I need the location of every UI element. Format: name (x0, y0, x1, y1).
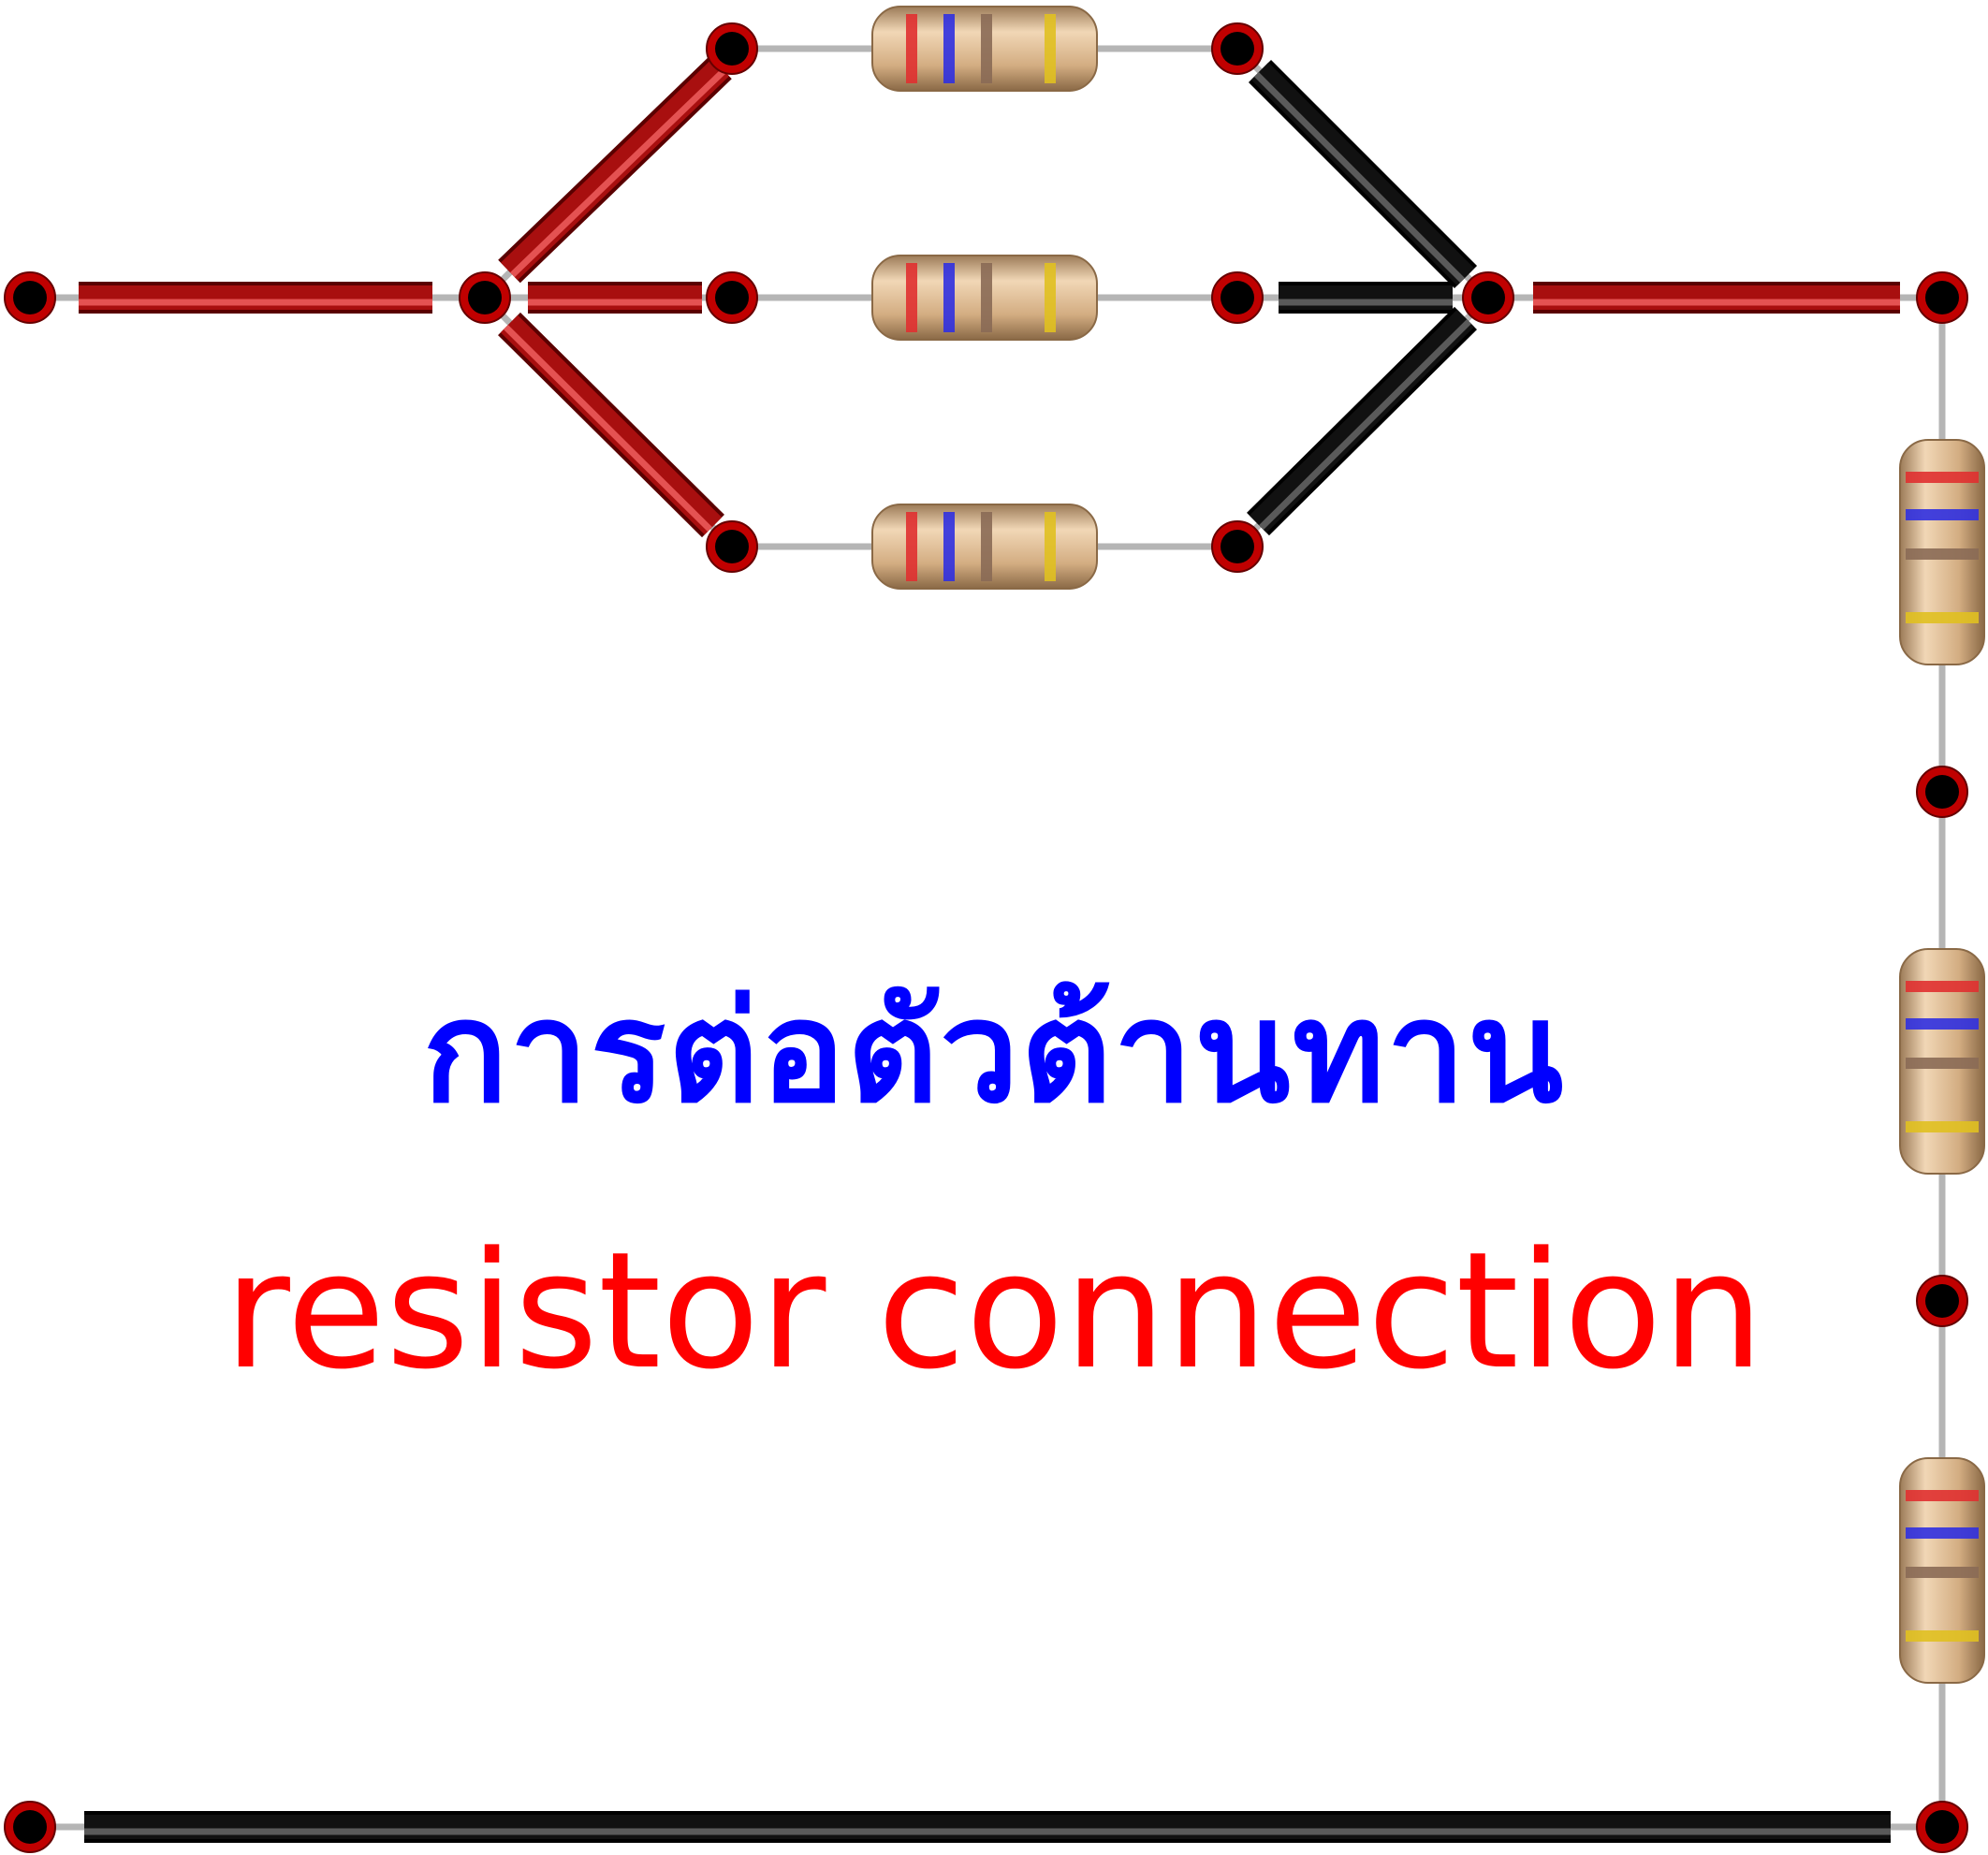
terminal (459, 271, 511, 324)
color-band (906, 512, 917, 581)
color-band (1906, 472, 1979, 483)
red-wire (1533, 282, 1900, 314)
color-band (1906, 1058, 1979, 1069)
title-english: resistor connection (224, 1217, 1764, 1405)
color-band (981, 14, 992, 83)
terminal (1916, 766, 1968, 818)
resistor-series (1899, 1457, 1985, 1684)
terminal (4, 1801, 56, 1853)
color-band (1906, 981, 1979, 992)
terminal (1462, 271, 1514, 324)
red-wire (498, 312, 724, 538)
connecting-wires (79, 55, 1900, 1843)
terminal (1916, 1801, 1968, 1853)
terminal (706, 22, 758, 75)
resistors (871, 6, 1985, 1684)
black-wire (1247, 306, 1477, 536)
color-band (906, 14, 917, 83)
terminals (4, 22, 1968, 1853)
color-band (1045, 263, 1056, 332)
black-wire (1248, 59, 1478, 289)
resistor-series (1899, 439, 1985, 665)
terminal (1211, 520, 1264, 573)
color-band (981, 263, 992, 332)
resistor-parallel (871, 504, 1098, 590)
color-band (1045, 512, 1056, 581)
color-band (1906, 548, 1979, 560)
red-wire (498, 55, 732, 284)
black-wire (1279, 282, 1453, 314)
terminal (706, 271, 758, 324)
red-wire (79, 282, 432, 314)
color-band (906, 263, 917, 332)
color-band (1906, 509, 1979, 520)
resistor-series (1899, 948, 1985, 1175)
black-wire (84, 1811, 1891, 1843)
color-band (1906, 1630, 1979, 1642)
color-band (943, 263, 955, 332)
color-band (1906, 1527, 1979, 1539)
color-band (943, 14, 955, 83)
terminal (1916, 1275, 1968, 1327)
color-band (1906, 1567, 1979, 1578)
terminal (4, 271, 56, 324)
color-band (981, 512, 992, 581)
red-wire (528, 282, 702, 314)
terminal (1211, 271, 1264, 324)
terminal (1916, 271, 1968, 324)
terminal (1211, 22, 1264, 75)
color-band (1045, 14, 1056, 83)
color-band (1906, 1490, 1979, 1501)
color-band (1906, 1018, 1979, 1030)
color-band (1906, 612, 1979, 623)
terminal (706, 520, 758, 573)
title-thai: การต่อตัวต้านทาน (422, 971, 1566, 1134)
resistor-parallel (871, 6, 1098, 92)
resistor-parallel (871, 255, 1098, 341)
color-band (943, 512, 955, 581)
color-band (1906, 1121, 1979, 1132)
